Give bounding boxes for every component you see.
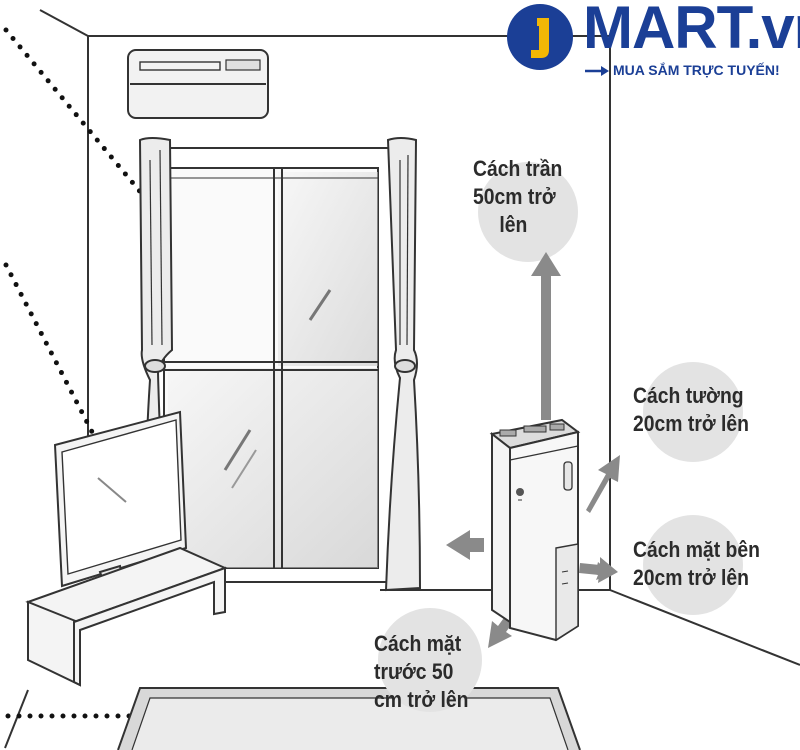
label-wall-clearance: Cách tường 20cm trở lên <box>633 383 749 436</box>
tv-stand <box>25 546 228 687</box>
brand-name: MART.vn <box>583 0 800 61</box>
window <box>163 147 401 583</box>
label-ceiling-clearance: Cách trần 50cm trở lên <box>473 156 563 237</box>
label-front-clearance: Cách mặt trước 50 cm trở lên <box>374 631 469 712</box>
brand-tagline: MUA SẮM TRỰC TUYẾN! <box>613 62 780 78</box>
floor-rug <box>117 687 581 750</box>
distance-bubbles <box>378 162 743 712</box>
arrow-right-icon <box>585 66 609 76</box>
clearance-arrows <box>446 252 620 648</box>
mart-logo: MART.vn MUA SẮM TRỰC TUYẾN! <box>507 0 800 84</box>
air-purifier <box>489 418 581 642</box>
air-conditioner <box>127 49 269 119</box>
label-side-clearance: Cách mặt bên 20cm trở lên <box>633 537 760 590</box>
logo-badge-icon <box>507 4 573 70</box>
